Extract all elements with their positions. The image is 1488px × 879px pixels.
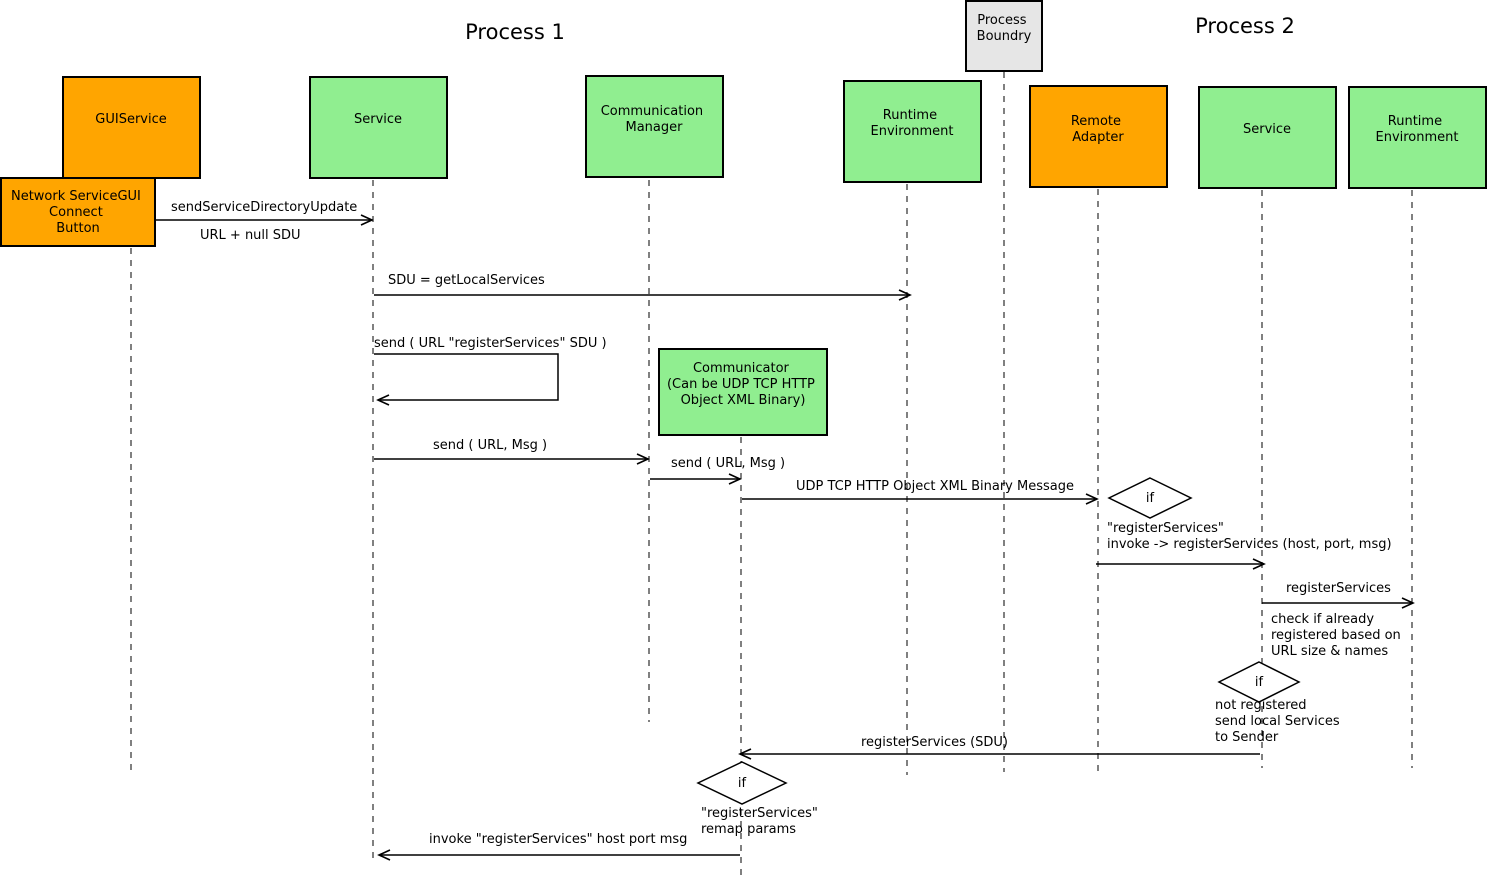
not-registered-text: not registered send local Services to Se…	[1215, 698, 1344, 745]
remote-adapter-line-1: Remote	[1071, 114, 1121, 129]
service-p1-label: Service	[354, 112, 402, 127]
if-diamond-communicator-label: if	[738, 776, 747, 791]
network-button-line-1: Network ServiceGUI	[11, 189, 141, 204]
comm-manager-label: Communication Manager	[601, 104, 708, 135]
msg-get-local-label: SDU = getLocalServices	[388, 273, 545, 288]
runtime-p1-label: Runtime Environment	[870, 108, 953, 139]
gui-service-label: GUIService	[95, 112, 166, 127]
msg-udp-label: UDP TCP HTTP Object XML Binary Message	[796, 479, 1074, 494]
runtime-p1-box	[843, 80, 982, 183]
remap-condition-line-2: remap params	[701, 822, 796, 837]
not-registered-line-3: to Sender	[1215, 730, 1279, 745]
gui-service-box	[62, 76, 201, 179]
network-button-label: Network ServiceGUI Connect Button	[11, 189, 145, 236]
process-boundary-line-1: Process	[977, 13, 1027, 28]
remote-condition-line-2: invoke -> registerServices (host, port, …	[1107, 537, 1392, 552]
msg-send-url-msg-1-label: send ( URL, Msg )	[433, 438, 547, 453]
communicator-box	[658, 348, 828, 436]
process-boundary-box	[965, 0, 1043, 72]
if-diamond-service-p2-label: if	[1255, 675, 1264, 690]
if-diamond-remote-label: if	[1146, 491, 1155, 506]
comm-manager-line-2: Manager	[626, 120, 684, 135]
not-registered-line-2: send local Services	[1215, 714, 1340, 729]
comm-manager-box	[585, 75, 724, 178]
msg-send-sdu-label: sendServiceDirectoryUpdate	[171, 200, 357, 215]
runtime-p1-line-2: Environment	[870, 124, 953, 139]
network-button-line-2: Connect	[49, 205, 103, 220]
runtime-p2-box	[1348, 86, 1487, 189]
service-p1-box	[309, 76, 448, 179]
msg-invoke-register-label: invoke "registerServices" host port msg	[429, 832, 687, 847]
runtime-p1-line-1: Runtime	[883, 108, 937, 123]
remote-adapter-line-2: Adapter	[1072, 130, 1124, 145]
msg-url-null-label: URL + null SDU	[200, 228, 301, 243]
process-boundary-line-2: Boundry	[977, 29, 1032, 44]
msg-send-url-msg-2-label: send ( URL, Msg )	[671, 456, 785, 471]
remote-adapter-label: Remote Adapter	[1071, 114, 1125, 145]
check-registered-line-2: registered based on	[1271, 628, 1401, 643]
service-p2-label: Service	[1243, 122, 1291, 137]
if-diamond-communicator	[696, 761, 788, 805]
check-registered-line-3: URL size & names	[1271, 644, 1388, 659]
msg-register-services-label: registerServices	[1286, 581, 1391, 596]
runtime-p2-line-2: Environment	[1375, 130, 1458, 145]
not-registered-line-1: not registered	[1215, 698, 1307, 713]
remap-condition-line-1: "registerServices"	[701, 806, 818, 821]
if-diamond-service-p2	[1217, 661, 1301, 703]
network-button-line-3: Button	[56, 221, 100, 236]
remote-adapter-box	[1029, 85, 1168, 188]
if-diamond-remote	[1107, 477, 1193, 519]
process-boundary-label: Process Boundry	[977, 13, 1032, 44]
msg-send-register-label: send ( URL "registerServices" SDU )	[374, 336, 607, 351]
remap-condition-text: "registerServices" remap params	[701, 806, 822, 837]
communicator-line-1: Communicator	[693, 361, 790, 376]
check-registered-line-1: check if already	[1271, 612, 1374, 627]
communicator-label: Communicator (Can be UDP TCP HTTP Object…	[667, 361, 819, 408]
network-button-box	[0, 177, 156, 247]
communicator-line-2: (Can be UDP TCP HTTP	[667, 377, 815, 392]
comm-manager-line-1: Communication	[601, 104, 703, 119]
msg-register-sdu-label: registerServices (SDU)	[861, 735, 1008, 750]
process2-title: Process 2	[1195, 14, 1295, 38]
msg-send-register-self-arrow	[374, 353, 559, 406]
runtime-p2-label: Runtime Environment	[1375, 114, 1458, 145]
check-registered-text: check if already registered based on URL…	[1271, 612, 1405, 659]
communicator-line-3: Object XML Binary)	[681, 393, 806, 408]
runtime-p2-line-1: Runtime	[1388, 114, 1442, 129]
remote-condition-line-1: "registerServices"	[1107, 521, 1224, 536]
service-p2-box	[1198, 86, 1337, 189]
process1-title: Process 1	[465, 20, 565, 44]
remote-condition-text: "registerServices" invoke -> registerSer…	[1107, 521, 1392, 552]
